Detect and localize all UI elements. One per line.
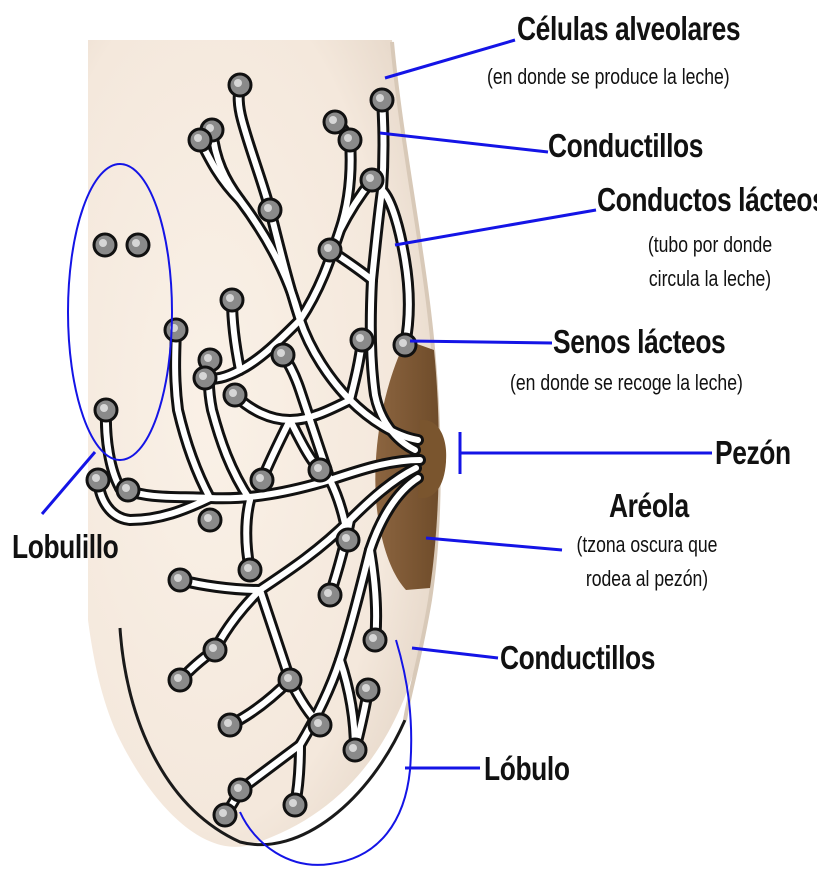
alveolus-highlight [349,744,357,752]
alveolus-highlight [132,239,140,247]
alveolus-highlight [324,589,332,597]
alveolus-highlight [234,79,242,87]
alveolus-highlight [194,134,202,142]
label-senos-lacteos: Senos lácteos [553,325,725,358]
label-celulas-alveolares: Células alveolares [517,12,740,45]
label-areola-note-2: rodea al pezón) [571,568,723,590]
label-senos-lacteos-note: (en donde se recoge la leche) [510,372,743,394]
alveolus-highlight [92,474,100,482]
alveolus-highlight [284,674,292,682]
alveolus-highlight [100,404,108,412]
alveolus-highlight [99,239,107,247]
alveolus-highlight [369,634,377,642]
leader-conductillos-bottom [412,648,498,658]
label-lobulillo: Lobulillo [12,530,118,563]
leader-areola [426,538,562,550]
alveolus-highlight [314,464,322,472]
leader-senos-lacteos [410,341,552,343]
alveolus-highlight [399,339,407,347]
label-conductillos-bottom: Conductillos [500,641,655,674]
alveolus-highlight [314,719,322,727]
label-conductos-lacteos-note-2: circula la leche) [638,268,782,290]
alveolus-highlight [329,116,337,124]
alveolus-highlight [362,684,370,692]
label-celulas-alveolares-note: (en donde se produce la leche) [487,66,730,88]
alveolus-highlight [219,809,227,817]
alveolus-highlight [204,514,212,522]
label-pezon: Pezón [715,436,791,469]
label-lobulo: Lóbulo [484,752,570,785]
leader-conductos-lacteos [395,210,596,245]
alveolus-highlight [174,674,182,682]
alveolus-highlight [356,334,364,342]
alveolus-highlight [226,294,234,302]
alveolus-highlight [229,389,237,397]
alveolus-highlight [174,574,182,582]
label-conductos-lacteos: Conductos lácteos [597,183,817,216]
alveolus-highlight [209,644,217,652]
alveolus-highlight [342,534,350,542]
alveolus-highlight [277,349,285,357]
alveolus-highlight [264,204,272,212]
label-areola: Aréola [609,489,689,522]
label-conductillos-top: Conductillos [548,129,703,162]
alveolus-highlight [366,174,374,182]
alveolus-highlight [376,94,384,102]
alveolus-highlight [324,244,332,252]
alveolus-highlight [289,799,297,807]
label-areola-note-1: (tzona oscura que [571,534,723,556]
alveolus-highlight [234,784,242,792]
alveolus-highlight [224,719,232,727]
alveolus-highlight [244,564,252,572]
alveolus-highlight [256,474,264,482]
alveolus-highlight [204,354,212,362]
alveolus-highlight [199,372,207,380]
alveolus-highlight [344,134,352,142]
label-conductos-lacteos-note-1: (tubo por donde [638,234,782,256]
alveolus-highlight [122,484,130,492]
